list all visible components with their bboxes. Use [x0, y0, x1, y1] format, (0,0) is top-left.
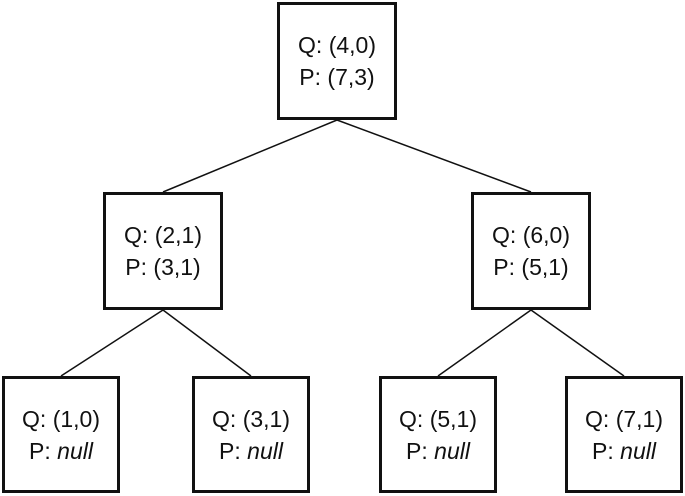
q-value: (4,0): [328, 32, 376, 58]
q-value: (6,0): [522, 222, 570, 248]
q-value: (3,1): [242, 405, 290, 432]
node-p-line: P: null: [219, 435, 283, 467]
p-value: null: [620, 437, 656, 464]
p-prefix: P:: [29, 437, 58, 464]
p-value: null: [434, 437, 470, 464]
p-value: null: [57, 437, 93, 464]
node-p-line: P: null: [29, 435, 93, 467]
tree-node-left-right: Q: (3,1) P: null: [192, 376, 310, 493]
p-prefix: P:: [406, 437, 435, 464]
node-p-line: P: (3,1): [125, 251, 200, 283]
p-prefix: P:: [592, 437, 621, 464]
p-prefix: P:: [125, 254, 154, 280]
q-prefix: Q:: [22, 405, 53, 432]
p-value: (3,1): [153, 254, 201, 280]
p-value: (5,1): [521, 254, 569, 280]
q-prefix: Q:: [298, 32, 329, 58]
p-prefix: P:: [219, 437, 248, 464]
q-prefix: Q:: [212, 405, 243, 432]
node-q-line: Q: (5,1): [399, 403, 477, 435]
edge-root-right: [336, 119, 532, 193]
q-value: (1,0): [52, 405, 100, 432]
node-q-line: Q: (7,1): [585, 403, 663, 435]
node-p-line: P: (5,1): [493, 251, 568, 283]
p-prefix: P:: [493, 254, 522, 280]
node-p-line: P: (7,3): [299, 61, 374, 93]
q-prefix: Q:: [585, 405, 616, 432]
tree-node-left-left: Q: (1,0) P: null: [2, 376, 120, 493]
q-prefix: Q:: [399, 405, 430, 432]
tree-node-left: Q: (2,1) P: (3,1): [103, 192, 223, 310]
edge-right-right: [530, 309, 625, 377]
node-p-line: P: null: [406, 435, 470, 467]
q-value: (2,1): [154, 222, 202, 248]
edge-root-left: [162, 119, 338, 193]
edge-right-left: [437, 309, 532, 377]
edge-left-left: [60, 309, 164, 377]
p-value: null: [247, 437, 283, 464]
q-prefix: Q:: [124, 222, 155, 248]
node-q-line: Q: (6,0): [492, 219, 570, 251]
node-q-line: Q: (3,1): [212, 403, 290, 435]
q-value: (5,1): [429, 405, 477, 432]
tree-node-right-left: Q: (5,1) P: null: [379, 376, 497, 493]
p-value: (7,3): [327, 64, 375, 90]
node-p-line: P: null: [592, 435, 656, 467]
node-q-line: Q: (4,0): [298, 29, 376, 61]
edge-left-right: [162, 309, 252, 377]
q-value: (7,1): [615, 405, 663, 432]
node-q-line: Q: (2,1): [124, 219, 202, 251]
tree-node-right-right: Q: (7,1) P: null: [565, 376, 683, 493]
q-prefix: Q:: [492, 222, 523, 248]
p-prefix: P:: [299, 64, 328, 90]
tree-node-right: Q: (6,0) P: (5,1): [471, 192, 591, 310]
tree-node-root: Q: (4,0) P: (7,3): [277, 2, 397, 120]
node-q-line: Q: (1,0): [22, 403, 100, 435]
